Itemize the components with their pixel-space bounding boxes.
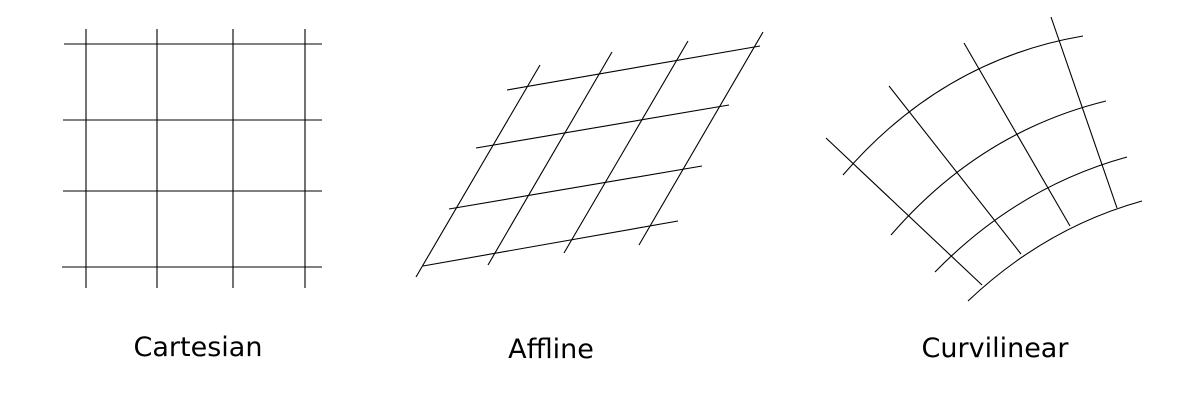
- affine-line: [448, 165, 703, 210]
- curvilinear-radial: [888, 85, 1022, 255]
- affine-line: [638, 31, 764, 246]
- curvilinear-radial: [963, 42, 1071, 227]
- affine-line: [487, 51, 613, 266]
- curvilinear-arc: [934, 156, 1128, 273]
- curvilinear-arc: [890, 100, 1107, 236]
- affine-line: [415, 64, 541, 278]
- caption-affine: Affline: [508, 334, 594, 365]
- affine-line: [563, 40, 689, 254]
- affine-line: [422, 220, 679, 267]
- affine-line: [506, 45, 761, 91]
- cartesian-grid: [62, 29, 322, 288]
- curvilinear-grid: [825, 16, 1143, 302]
- caption-curvilinear: Curvilinear: [921, 333, 1069, 364]
- caption-cartesian: Cartesian: [133, 332, 263, 363]
- curvilinear-radial: [825, 137, 983, 286]
- affine-grid: [415, 31, 764, 278]
- curvilinear-arc: [967, 200, 1143, 302]
- curvilinear-arc: [842, 35, 1084, 176]
- curvilinear-radial: [1050, 16, 1118, 209]
- affine-line: [475, 104, 730, 149]
